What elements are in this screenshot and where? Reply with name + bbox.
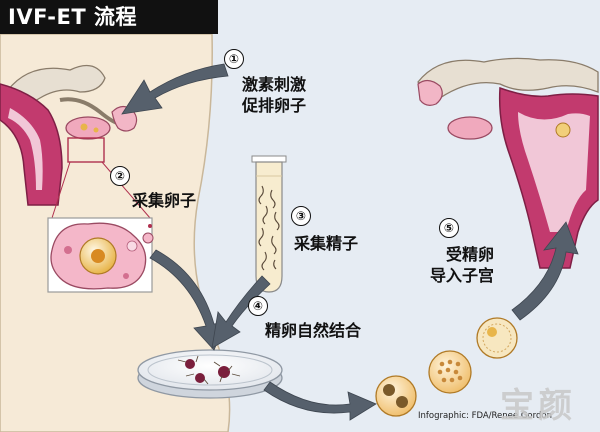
infographic-credit: Infographic: FDA/Renee Gordon: [418, 411, 552, 421]
step-3-label: 采集精子: [294, 234, 359, 253]
step-1-label-line-2: 促排卵子: [242, 96, 307, 115]
step-1-label-line-1: 激素刺激: [242, 75, 307, 94]
step-5-number: ⑤: [439, 218, 459, 238]
step-5-label-line-1: 受精卵: [446, 245, 495, 264]
embryo-stages: [375, 317, 518, 417]
arrow-dish-to-embryo: [263, 381, 377, 421]
left-ovary: [65, 116, 111, 140]
step-4-number: ④: [248, 296, 268, 316]
step-3-number: ③: [291, 206, 311, 226]
process-arrows: [121, 63, 579, 421]
step-2-label: 采集卵子: [132, 191, 197, 210]
step-2-number: ②: [110, 166, 130, 186]
petri-dish: [137, 349, 283, 399]
step-4-label: 精卵自然结合: [265, 321, 362, 340]
arrow-step-1: [121, 63, 229, 115]
test-tube: [251, 155, 287, 293]
ovary-zoom-inset: [47, 217, 154, 293]
step-5-label-line-2: 导入子宫: [430, 266, 495, 285]
page-title: IVF-ET 流程: [0, 0, 218, 34]
implanted-embryo: [555, 122, 571, 138]
ovary-highlight-box: [67, 137, 105, 163]
watermark: 宝颜: [500, 386, 576, 426]
right-uterus: [417, 57, 599, 269]
step-1-number: ①: [224, 49, 244, 69]
arrow-step-5: [511, 221, 579, 321]
arrow-sperm-to-dish: [211, 275, 271, 349]
